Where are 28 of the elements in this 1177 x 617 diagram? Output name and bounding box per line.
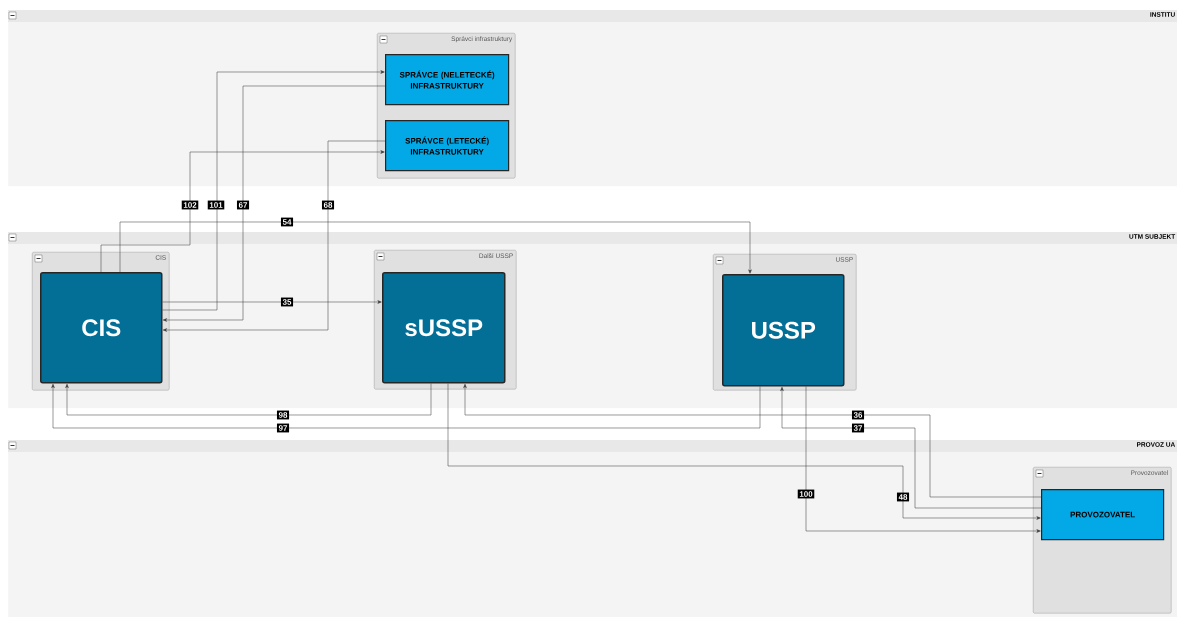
edge-label: 100 (797, 489, 815, 499)
edge-label: 68 (321, 200, 335, 210)
process-box: sUSSP (382, 272, 506, 384)
edge-label: 37 (851, 423, 865, 433)
arrow (100, 150, 385, 273)
process-box: SPRÁVCE (LETECKÉ) INFRASTRUKTURY (385, 120, 510, 172)
arrow (65, 383, 432, 416)
edge-label: 98 (276, 410, 290, 420)
arrow (162, 140, 386, 332)
process-box: SPRÁVCE (NELETECKÉ) INFRASTRUKTURY (385, 54, 510, 106)
edge-label: 48 (896, 492, 910, 502)
arrow (51, 383, 761, 429)
arrow (463, 383, 1042, 498)
edge-label: 36 (851, 410, 865, 420)
arrow (780, 386, 1042, 509)
process-box: USSP (722, 274, 845, 387)
edge-label: 102 (181, 200, 199, 210)
edge-label: 54 (280, 217, 294, 227)
edge-label: 97 (276, 423, 290, 433)
arrow (119, 221, 752, 274)
edge-label: 101 (207, 200, 225, 210)
arrow (447, 383, 1041, 520)
arrow (805, 386, 1041, 533)
arrow (162, 300, 382, 304)
edge-label: 35 (280, 297, 294, 307)
edge-label: 67 (236, 200, 250, 210)
process-box: CIS (40, 272, 163, 384)
process-box: PROVOZOVATEL (1041, 489, 1165, 541)
